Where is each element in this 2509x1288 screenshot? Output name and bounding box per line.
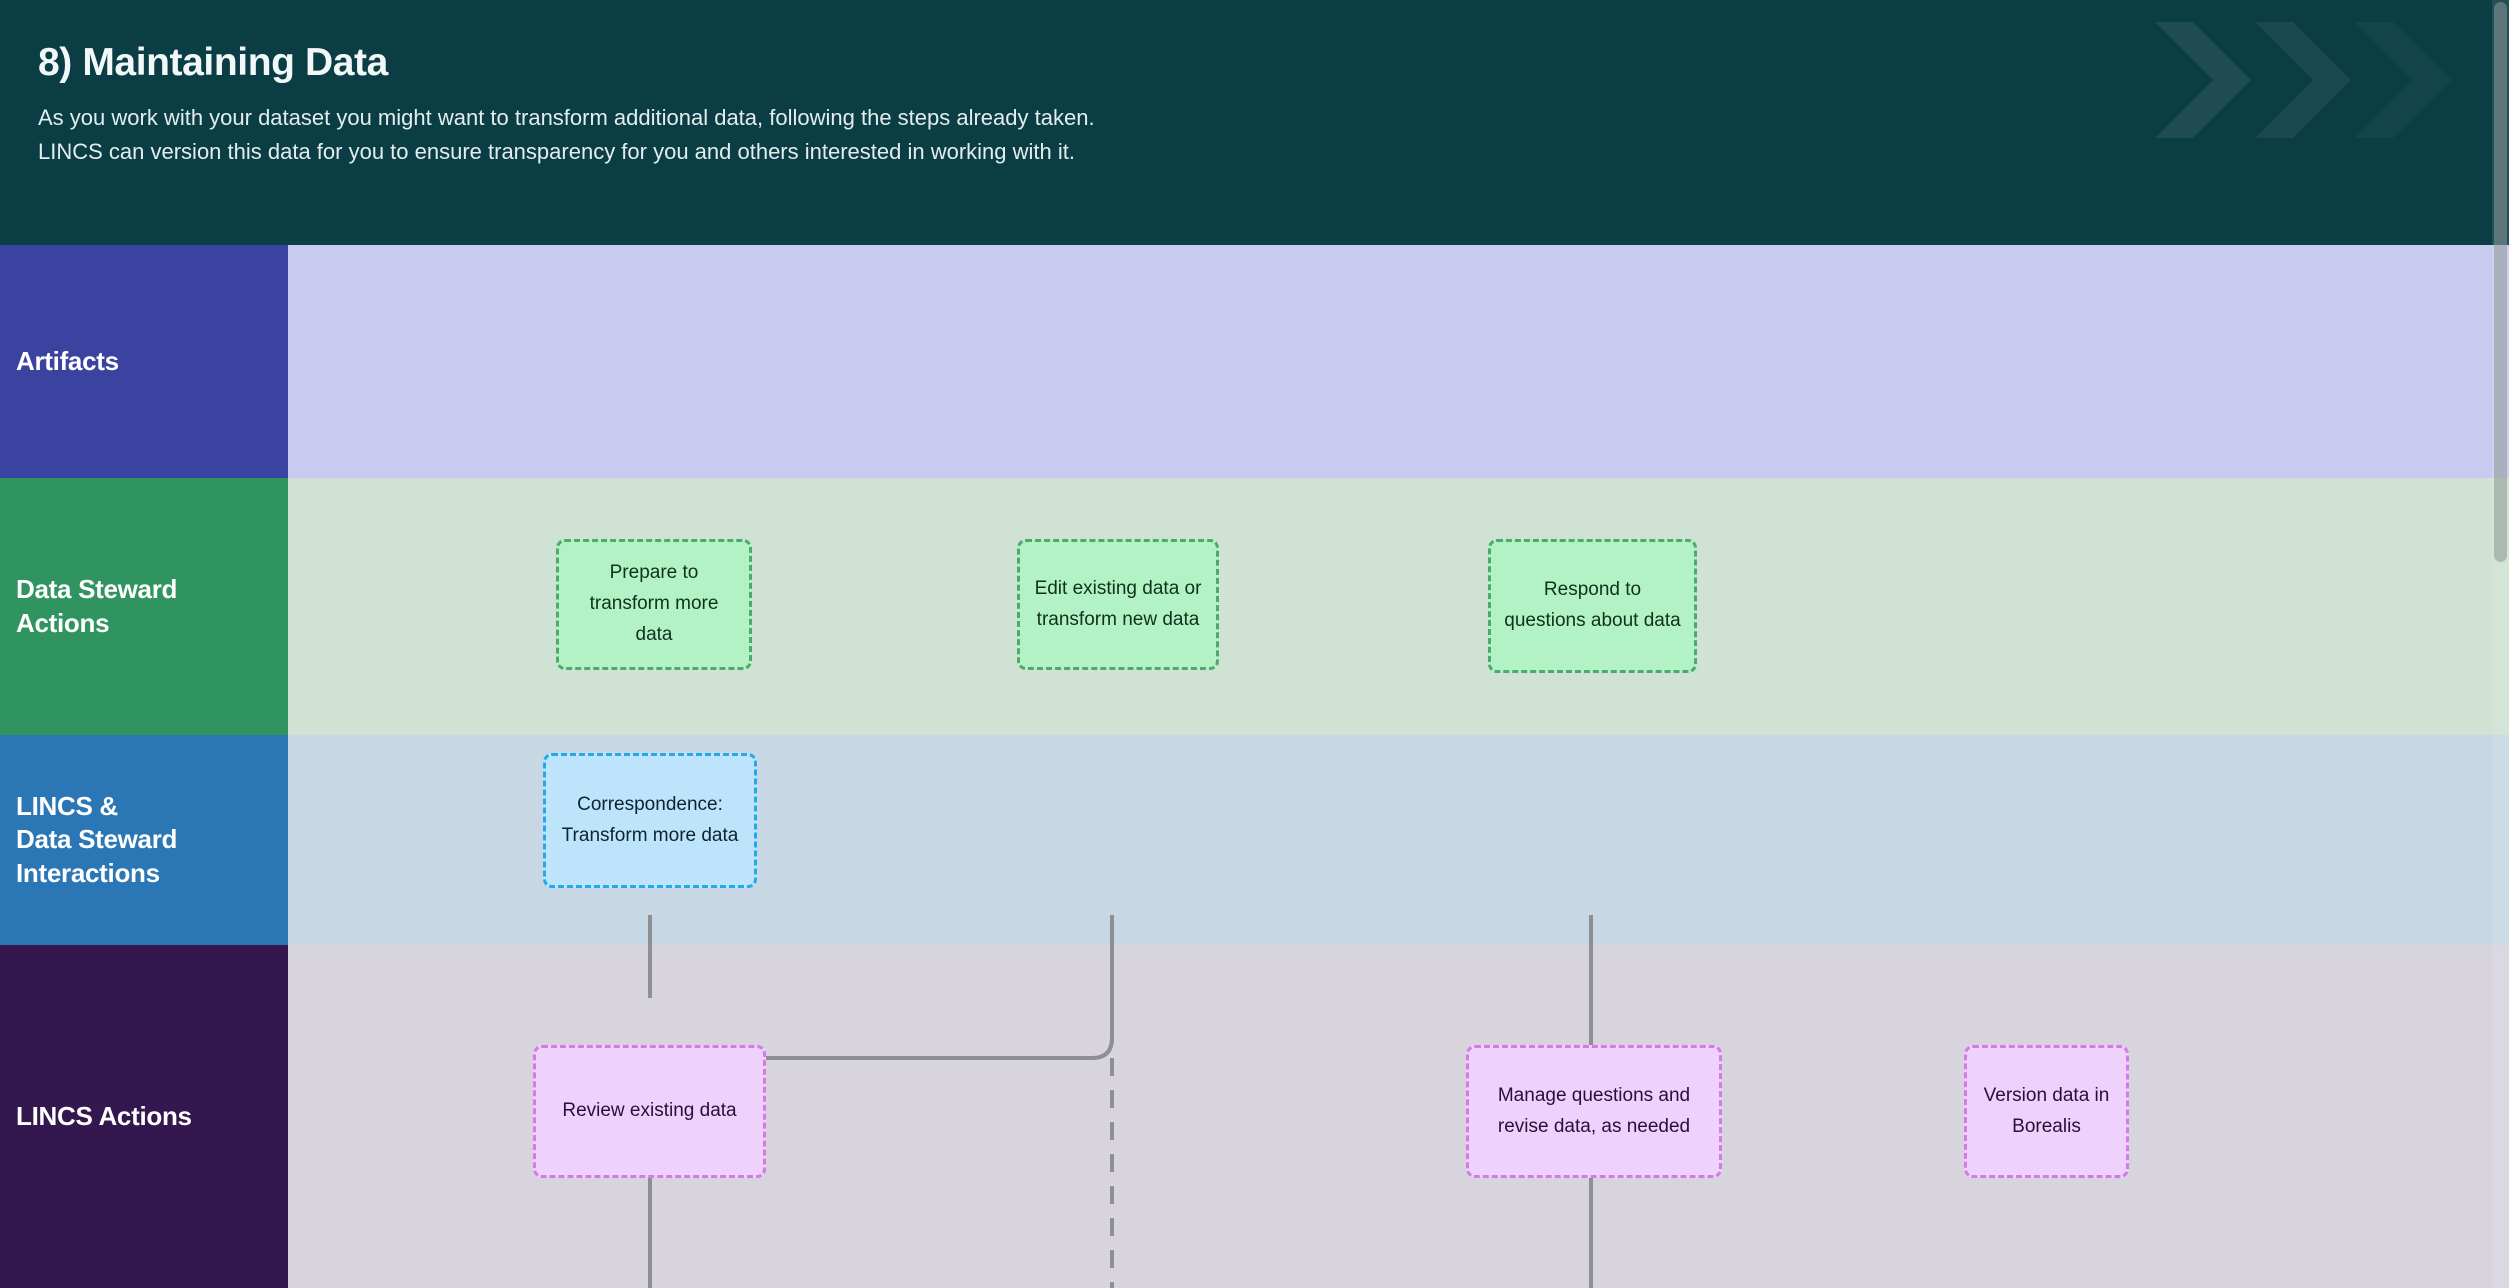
node-edit-existing-data-or-transform-new-data[interactable]: Edit existing data or transform new data <box>1017 539 1219 670</box>
node-label: Manage questions and revise data, as nee… <box>1497 1084 1691 1137</box>
lane-label-lincs-actions: LINCS Actions <box>0 945 288 1288</box>
node-label: Respond to questions about data <box>1504 579 1681 631</box>
node-correspondence-transform-more-data[interactable]: Correspondence: Transform more data <box>543 753 757 888</box>
node-respond-to-questions-about-data[interactable]: Respond to questions about data <box>1488 539 1697 673</box>
header-subtitle-line-1: As you work with your dataset you might … <box>38 104 1095 130</box>
header-subtitle-line-2: LINCS can version this data for you to e… <box>38 138 1075 164</box>
node-label: Prepare to transform more data <box>589 562 719 645</box>
vertical-scrollbar-thumb[interactable] <box>2494 2 2507 562</box>
lane-lincs-actions: LINCS Actions <box>0 945 2509 1288</box>
lane-body-artifacts <box>288 245 2509 478</box>
node-label: Review existing data <box>562 1100 737 1122</box>
node-prepare-to-transform-more-data[interactable]: Prepare to transform more data <box>556 539 752 670</box>
node-label: Edit existing data or transform new data <box>1034 577 1202 630</box>
node-review-existing-data[interactable]: Review existing data <box>533 1045 766 1178</box>
double-chevron-right-icon <box>2155 22 2451 138</box>
node-label: Version data in Borealis <box>1983 1084 2110 1137</box>
node-version-data-in-borealis[interactable]: Version data in Borealis <box>1964 1045 2129 1178</box>
lane-label-artifacts: Artifacts <box>0 245 288 478</box>
page-header: 8) Maintaining Data As you work with you… <box>0 0 2509 245</box>
page-title: 8) Maintaining Data <box>38 41 388 84</box>
node-manage-questions-and-revise-data[interactable]: Manage questions and revise data, as nee… <box>1466 1045 1722 1178</box>
node-label: Correspondence: Transform more data <box>561 793 739 846</box>
lane-artifacts: Artifacts <box>0 245 2509 478</box>
